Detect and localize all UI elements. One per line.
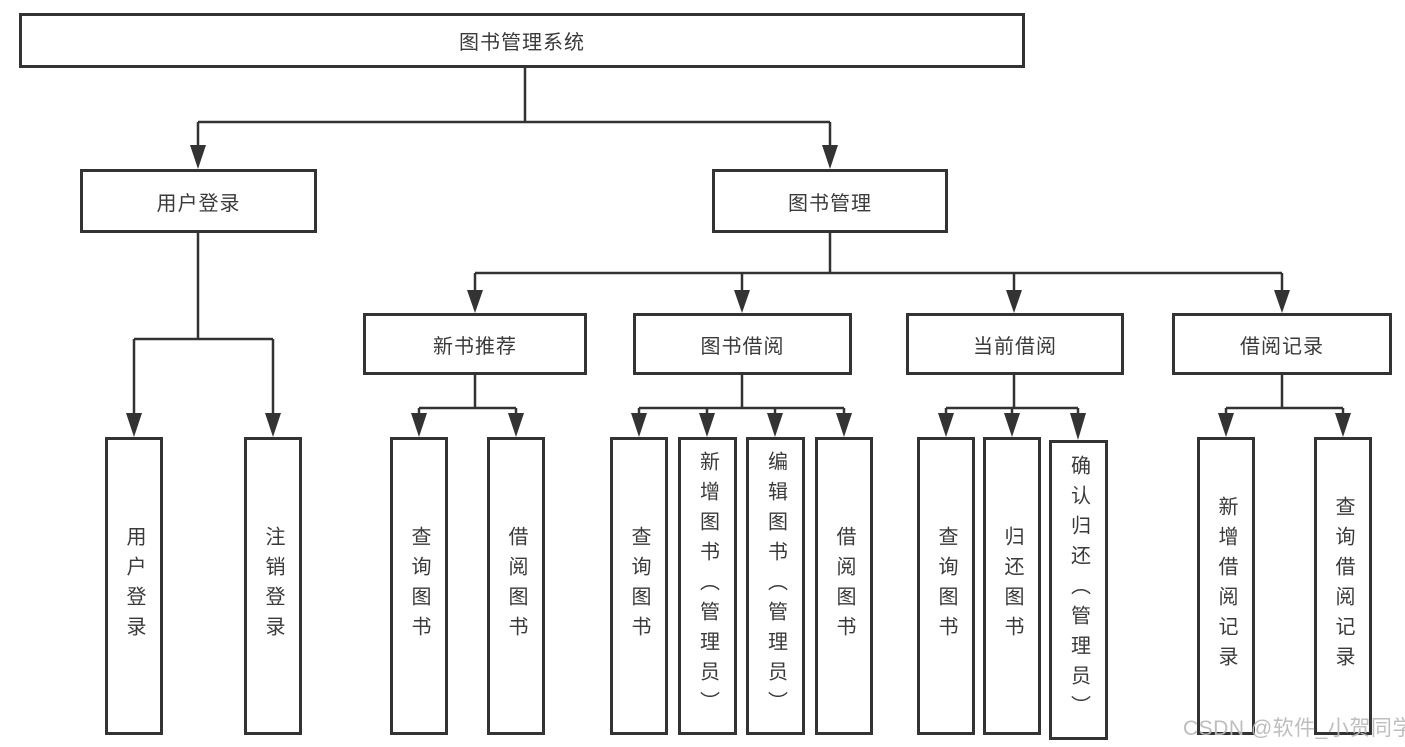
node-book-borrow: 图书借阅 (633, 313, 852, 375)
arrowhead (1335, 413, 1351, 437)
arrowhead (1218, 413, 1234, 437)
connector-borrow-records-children (1218, 375, 1351, 437)
node-label: 查询图书 (408, 526, 430, 646)
connector-current-borrow-children (938, 375, 1086, 440)
leaf-logout: 注销登录 (244, 437, 302, 735)
arrowhead (467, 290, 483, 313)
arrowhead (508, 413, 524, 437)
arrowhead (265, 413, 281, 437)
node-label: 新增图书（管理员） (696, 451, 719, 721)
connector-root-to-level2 (190, 68, 838, 169)
node-label: 归还图书 (1001, 526, 1023, 646)
node-label: 图书借阅 (700, 335, 785, 358)
node-label: 当前借阅 (973, 335, 1057, 358)
connector-new-book-recommend-children (411, 375, 524, 437)
node-user-login: 用户登录 (80, 169, 317, 233)
node-label: 查询图书 (935, 526, 957, 646)
node-label: 用户登录 (123, 526, 145, 646)
node-borrow-records: 借阅记录 (1172, 313, 1392, 375)
node-label: 新增借阅记录 (1215, 496, 1237, 676)
node-label: 查询借阅记录 (1332, 496, 1354, 676)
node-current-borrow: 当前借阅 (906, 313, 1124, 375)
node-label: 注销登录 (262, 526, 284, 646)
leaf-borrow-books: 借阅图书 (815, 437, 873, 735)
arrowhead (1004, 413, 1020, 437)
leaf-return-book: 归还图书 (983, 437, 1041, 735)
leaf-borrow-books-recommend: 借阅图书 (487, 437, 545, 735)
node-root: 图书管理系统 (19, 13, 1025, 68)
arrowhead (126, 413, 142, 437)
leaf-query-books-borrow: 查询图书 (610, 437, 668, 735)
node-label: 确认归还（管理员） (1067, 455, 1090, 725)
arrowhead (190, 145, 206, 169)
node-label: 借阅图书 (833, 526, 855, 646)
arrowhead (938, 413, 954, 437)
leaf-query-borrow-record: 查询借阅记录 (1314, 437, 1372, 735)
leaf-query-books-current: 查询图书 (917, 437, 975, 735)
arrowhead (1274, 290, 1290, 313)
connector-book-management-children (467, 233, 1290, 313)
arrowhead (1006, 290, 1022, 313)
leaf-user-login: 用户登录 (105, 437, 163, 735)
node-new-book-recommend: 新书推荐 (363, 313, 587, 375)
arrowhead (411, 413, 427, 437)
node-label: 新书推荐 (433, 335, 517, 358)
node-label: 用户登录 (156, 192, 241, 215)
watermark: CSDN @软件_小贺同学 (1183, 717, 1405, 740)
leaf-edit-book-admin: 编辑图书（管理员） (746, 437, 805, 735)
node-label: 图书管理系统 (459, 32, 585, 54)
connector-user-login-children (126, 233, 281, 437)
node-book-management: 图书管理 (712, 169, 948, 233)
node-label: 借阅图书 (505, 526, 527, 646)
arrowhead (836, 413, 852, 437)
arrowhead (1070, 413, 1086, 440)
arrowhead (734, 290, 750, 313)
arrowhead (699, 413, 715, 437)
node-label: 图书管理 (788, 192, 872, 215)
node-label: 查询图书 (628, 526, 650, 646)
leaf-confirm-return-admin: 确认归还（管理员） (1049, 440, 1108, 740)
arrowhead (822, 145, 838, 169)
leaf-add-book-admin: 新增图书（管理员） (678, 437, 737, 735)
connector-book-borrow-children (631, 375, 852, 437)
arrowhead (631, 413, 647, 437)
arrowhead (767, 413, 783, 437)
leaf-query-books-recommend: 查询图书 (390, 437, 448, 735)
node-label: 编辑图书（管理员） (764, 451, 787, 721)
node-label: 借阅记录 (1240, 335, 1324, 358)
leaf-add-borrow-record: 新增借阅记录 (1197, 437, 1255, 735)
